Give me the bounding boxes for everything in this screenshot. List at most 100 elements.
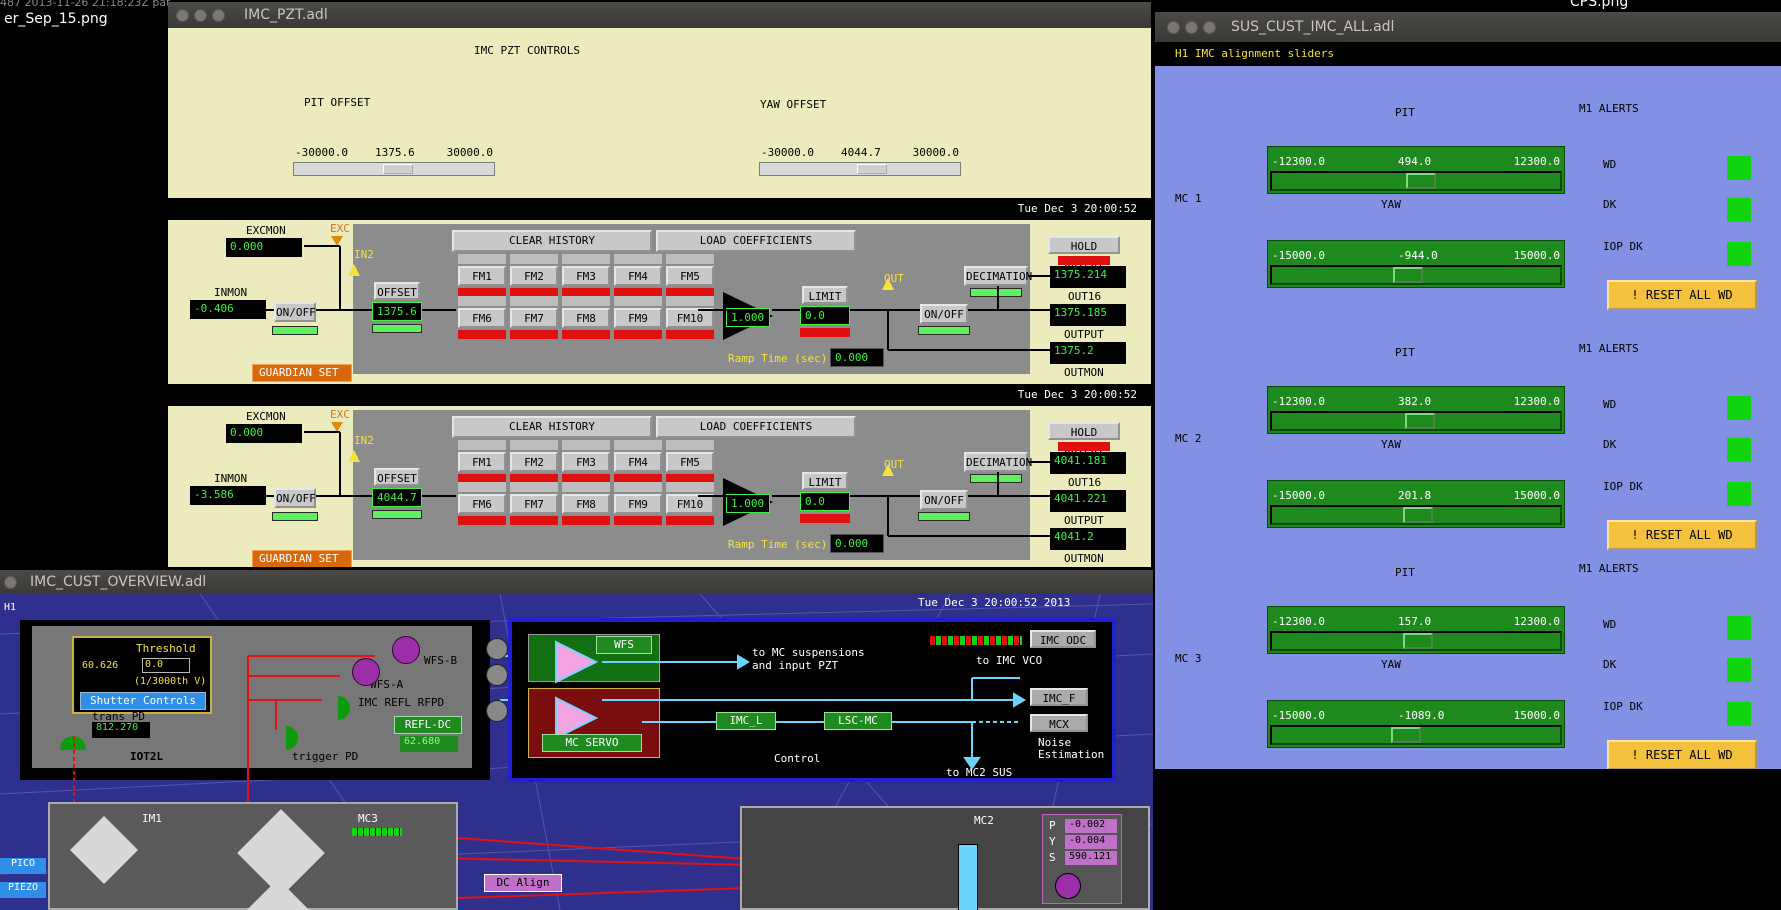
offset-button[interactable]: OFFSET <box>374 282 420 300</box>
pit-slider[interactable]: -12300.0 382.0 12300.0 <box>1267 386 1565 434</box>
input-onoff-button[interactable]: ON/OFF <box>274 302 316 322</box>
load-coefficients-button[interactable]: LOAD COEFFICIENTS <box>656 230 856 252</box>
mc-servo-button[interactable]: MC SERVO <box>542 734 642 752</box>
clear-history-button[interactable]: CLEAR HISTORY <box>452 230 652 252</box>
piezo-button[interactable]: PIEZO <box>0 882 46 898</box>
iop-dk-status <box>1727 702 1751 726</box>
maximize-icon[interactable] <box>212 9 225 22</box>
refl-dc-button[interactable]: REFL-DC <box>394 716 462 734</box>
fm8-button[interactable]: FM8 <box>562 494 610 514</box>
offset-value[interactable]: 4044.7 <box>372 488 422 507</box>
reset-all-wd-button[interactable]: ! RESET ALL WD <box>1607 740 1757 769</box>
fm-label: FM9 <box>628 498 648 511</box>
fm4-button[interactable]: FM4 <box>614 452 662 472</box>
optics-table: IM1 MC3 <box>48 802 458 910</box>
pzt-heading: IMC PZT CONTROLS <box>474 44 580 57</box>
yaw-slider[interactable]: -15000.0 -944.0 15000.0 <box>1267 240 1565 288</box>
fm3-button[interactable]: FM3 <box>562 452 610 472</box>
maximize-icon[interactable] <box>1203 21 1216 34</box>
fm5-button[interactable]: FM5 <box>666 452 714 472</box>
fm7-button[interactable]: FM7 <box>510 308 558 328</box>
close-icon[interactable] <box>176 9 189 22</box>
limit-button[interactable]: LIMIT <box>802 286 848 304</box>
guardian-set-button[interactable]: GUARDIAN SET <box>252 550 352 567</box>
decimation-button[interactable]: DECIMATION <box>964 452 1032 472</box>
fm2-button[interactable]: FM2 <box>510 452 558 472</box>
fm1-button[interactable]: FM1 <box>458 452 506 472</box>
slider-knob[interactable] <box>1393 267 1423 283</box>
hold-output-button[interactable]: HOLD OUTPUT <box>1048 422 1120 456</box>
guardian-set-button[interactable]: GUARDIAN SET <box>252 364 352 382</box>
yaw-slider[interactable]: -15000.0 201.8 15000.0 <box>1267 480 1565 528</box>
slider-knob[interactable] <box>1391 727 1421 743</box>
fm6-button[interactable]: FM6 <box>458 308 506 328</box>
outmon-value: 1375.2 <box>1050 342 1126 364</box>
imc-odc-button[interactable]: IMC ODC <box>1030 630 1096 648</box>
slider-knob[interactable] <box>1406 173 1436 189</box>
mc2-table: MC2 P -0.002 Y -0.004 S 590.121 <box>740 806 1150 910</box>
fm1-button[interactable]: FM1 <box>458 266 506 286</box>
lsc-mc-button[interactable]: LSC-MC <box>824 712 892 730</box>
reset-all-wd-button[interactable]: ! RESET ALL WD <box>1607 280 1757 310</box>
fm6-button[interactable]: FM6 <box>458 494 506 514</box>
fm10-button[interactable]: FM10 <box>666 308 714 328</box>
clear-history-button[interactable]: CLEAR HISTORY <box>452 416 652 438</box>
offset-button[interactable]: OFFSET <box>374 468 420 486</box>
shutter-controls-button[interactable]: Shutter Controls <box>80 692 206 710</box>
dc-align-button[interactable]: DC Align <box>484 874 562 892</box>
pit-slider[interactable]: -12300.0 157.0 12300.0 <box>1267 606 1565 654</box>
fm10-button[interactable]: FM10 <box>666 494 714 514</box>
fm2-button[interactable]: FM2 <box>510 266 558 286</box>
offset-value[interactable]: 1375.6 <box>372 302 422 321</box>
limit-button[interactable]: LIMIT <box>802 472 848 490</box>
gain-value[interactable]: 1.000 <box>726 494 770 513</box>
fm3-button[interactable]: FM3 <box>562 266 610 286</box>
wfs-button[interactable]: WFS <box>596 636 652 654</box>
fm-top-strip <box>458 440 506 450</box>
imc-l-button[interactable]: IMC_L <box>716 712 776 730</box>
pit-offset-slider[interactable]: -30000.0 1375.6 30000.0 <box>293 144 495 178</box>
fm9-button[interactable]: FM9 <box>614 494 662 514</box>
yaw-slider[interactable]: -15000.0 -1089.0 15000.0 <box>1267 700 1565 748</box>
pit-slider[interactable]: -12300.0 494.0 12300.0 <box>1267 146 1565 194</box>
fm-top-strip <box>510 254 558 264</box>
slider-knob[interactable] <box>1405 413 1435 429</box>
threshold-input[interactable]: 0.0 <box>142 658 190 673</box>
close-icon[interactable] <box>4 576 17 589</box>
close-icon[interactable] <box>1167 21 1180 34</box>
fm4-button[interactable]: FM4 <box>614 266 662 286</box>
reset-all-wd-button[interactable]: ! RESET ALL WD <box>1607 520 1757 550</box>
slider-knob[interactable] <box>383 164 413 174</box>
decimation-label: DECIMATION <box>966 270 1033 283</box>
fm5-status <box>666 474 714 483</box>
slider-knob[interactable] <box>857 164 887 174</box>
output-onoff-button[interactable]: ON/OFF <box>920 490 968 510</box>
decimation-button[interactable]: DECIMATION <box>964 266 1032 286</box>
limit-value[interactable]: 0.0 <box>800 492 850 511</box>
ramp-time-value[interactable]: 0.000 <box>830 348 884 367</box>
overview-titlebar[interactable]: IMC_CUST_OVERVIEW.adl <box>0 570 1153 594</box>
limit-value[interactable]: 0.0 <box>800 306 850 325</box>
input-onoff-button[interactable]: ON/OFF <box>274 488 316 508</box>
yaw-offset-slider[interactable]: -30000.0 4044.7 30000.0 <box>759 144 961 178</box>
fm8-button[interactable]: FM8 <box>562 308 610 328</box>
fm7-button[interactable]: FM7 <box>510 494 558 514</box>
guardian-set-label: GUARDIAN SET <box>259 552 339 565</box>
minimize-icon[interactable] <box>194 9 207 22</box>
output-onoff-button[interactable]: ON/OFF <box>920 304 968 324</box>
minimize-icon[interactable] <box>1185 21 1198 34</box>
fm5-button[interactable]: FM5 <box>666 266 714 286</box>
imc-pzt-titlebar[interactable]: IMC_PZT.adl <box>168 2 1151 28</box>
slider-knob[interactable] <box>1403 507 1433 523</box>
sus-titlebar[interactable]: SUS_CUST_IMC_ALL.adl <box>1155 12 1781 42</box>
fm9-button[interactable]: FM9 <box>614 308 662 328</box>
mcx-button[interactable]: MCX <box>1030 714 1088 732</box>
slider-knob[interactable] <box>1403 633 1433 649</box>
ramp-time-value[interactable]: 0.000 <box>830 534 884 553</box>
gain-value[interactable]: 1.000 <box>726 308 770 327</box>
load-coefficients-button[interactable]: LOAD COEFFICIENTS <box>656 416 856 438</box>
desktop-file-label-2[interactable]: er_Sep_15.png <box>4 11 108 27</box>
imc-f-button[interactable]: IMC_F <box>1030 688 1088 706</box>
pico-button[interactable]: PICO <box>0 858 46 874</box>
desktop-file-label-3[interactable]: CPS.png <box>1570 0 1629 10</box>
